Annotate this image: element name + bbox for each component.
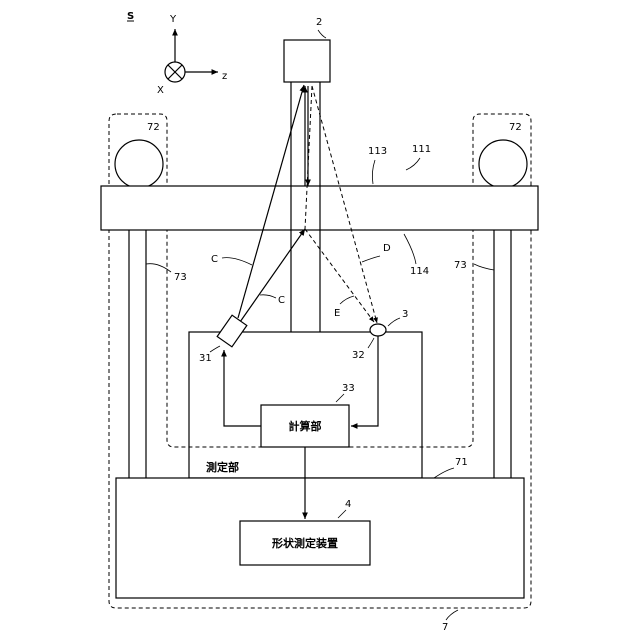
ref-7: 7 (442, 622, 448, 633)
z-axis-label: z (222, 71, 227, 82)
leader-2 (318, 30, 326, 38)
leader-c-upper (222, 258, 252, 265)
emitter-body (217, 315, 247, 347)
beam-label-e: E (334, 308, 340, 319)
leader-71 (434, 468, 454, 478)
measurement-unit-label: 測定部 (206, 460, 239, 474)
roller-right (479, 140, 527, 188)
leader-c-lower (260, 295, 276, 298)
leader-114 (404, 234, 416, 264)
ref-114: 114 (410, 266, 429, 277)
emitter-31 (217, 315, 247, 347)
sensor-box (284, 40, 330, 82)
coordinate-axes: Y X z (157, 14, 227, 96)
leader-73-right (474, 264, 494, 270)
roller-left (115, 140, 163, 188)
x-axis-label: X (157, 85, 164, 96)
leader-113 (372, 160, 375, 184)
leader-33 (336, 394, 344, 402)
figure-label: S (127, 11, 134, 22)
calculation-unit-label: 計算部 (289, 419, 322, 433)
ref-72-right: 72 (509, 122, 522, 133)
receiver-32 (370, 324, 386, 336)
leader-32 (368, 338, 374, 348)
ref-71: 71 (455, 457, 468, 468)
ref-72-left: 72 (147, 122, 160, 133)
leader-d (362, 256, 380, 262)
shape-measurement-device-label: 形状測定装置 (272, 536, 338, 550)
beam-label-d: D (383, 243, 391, 254)
leader-111 (406, 158, 420, 170)
ref-33: 33 (342, 383, 355, 394)
ref-113: 113 (368, 146, 387, 157)
leader-31 (210, 346, 220, 352)
ref-32: 32 (352, 350, 365, 361)
ref-73-right: 73 (454, 260, 467, 271)
y-axis-label: Y (169, 14, 177, 25)
leader-7 (446, 610, 458, 620)
ref-31: 31 (199, 353, 212, 364)
ref-3: 3 (402, 309, 408, 320)
leader-e (340, 296, 354, 304)
ref-4: 4 (345, 499, 351, 510)
leader-3 (388, 318, 400, 326)
beam-label-c-lower: C (278, 295, 285, 306)
beam-label-c-upper: C (211, 254, 218, 265)
ref-73-left: 73 (174, 272, 187, 283)
ref-2: 2 (316, 17, 322, 28)
ref-111: 111 (412, 144, 431, 155)
signal-calc-to-emitter (224, 350, 261, 426)
